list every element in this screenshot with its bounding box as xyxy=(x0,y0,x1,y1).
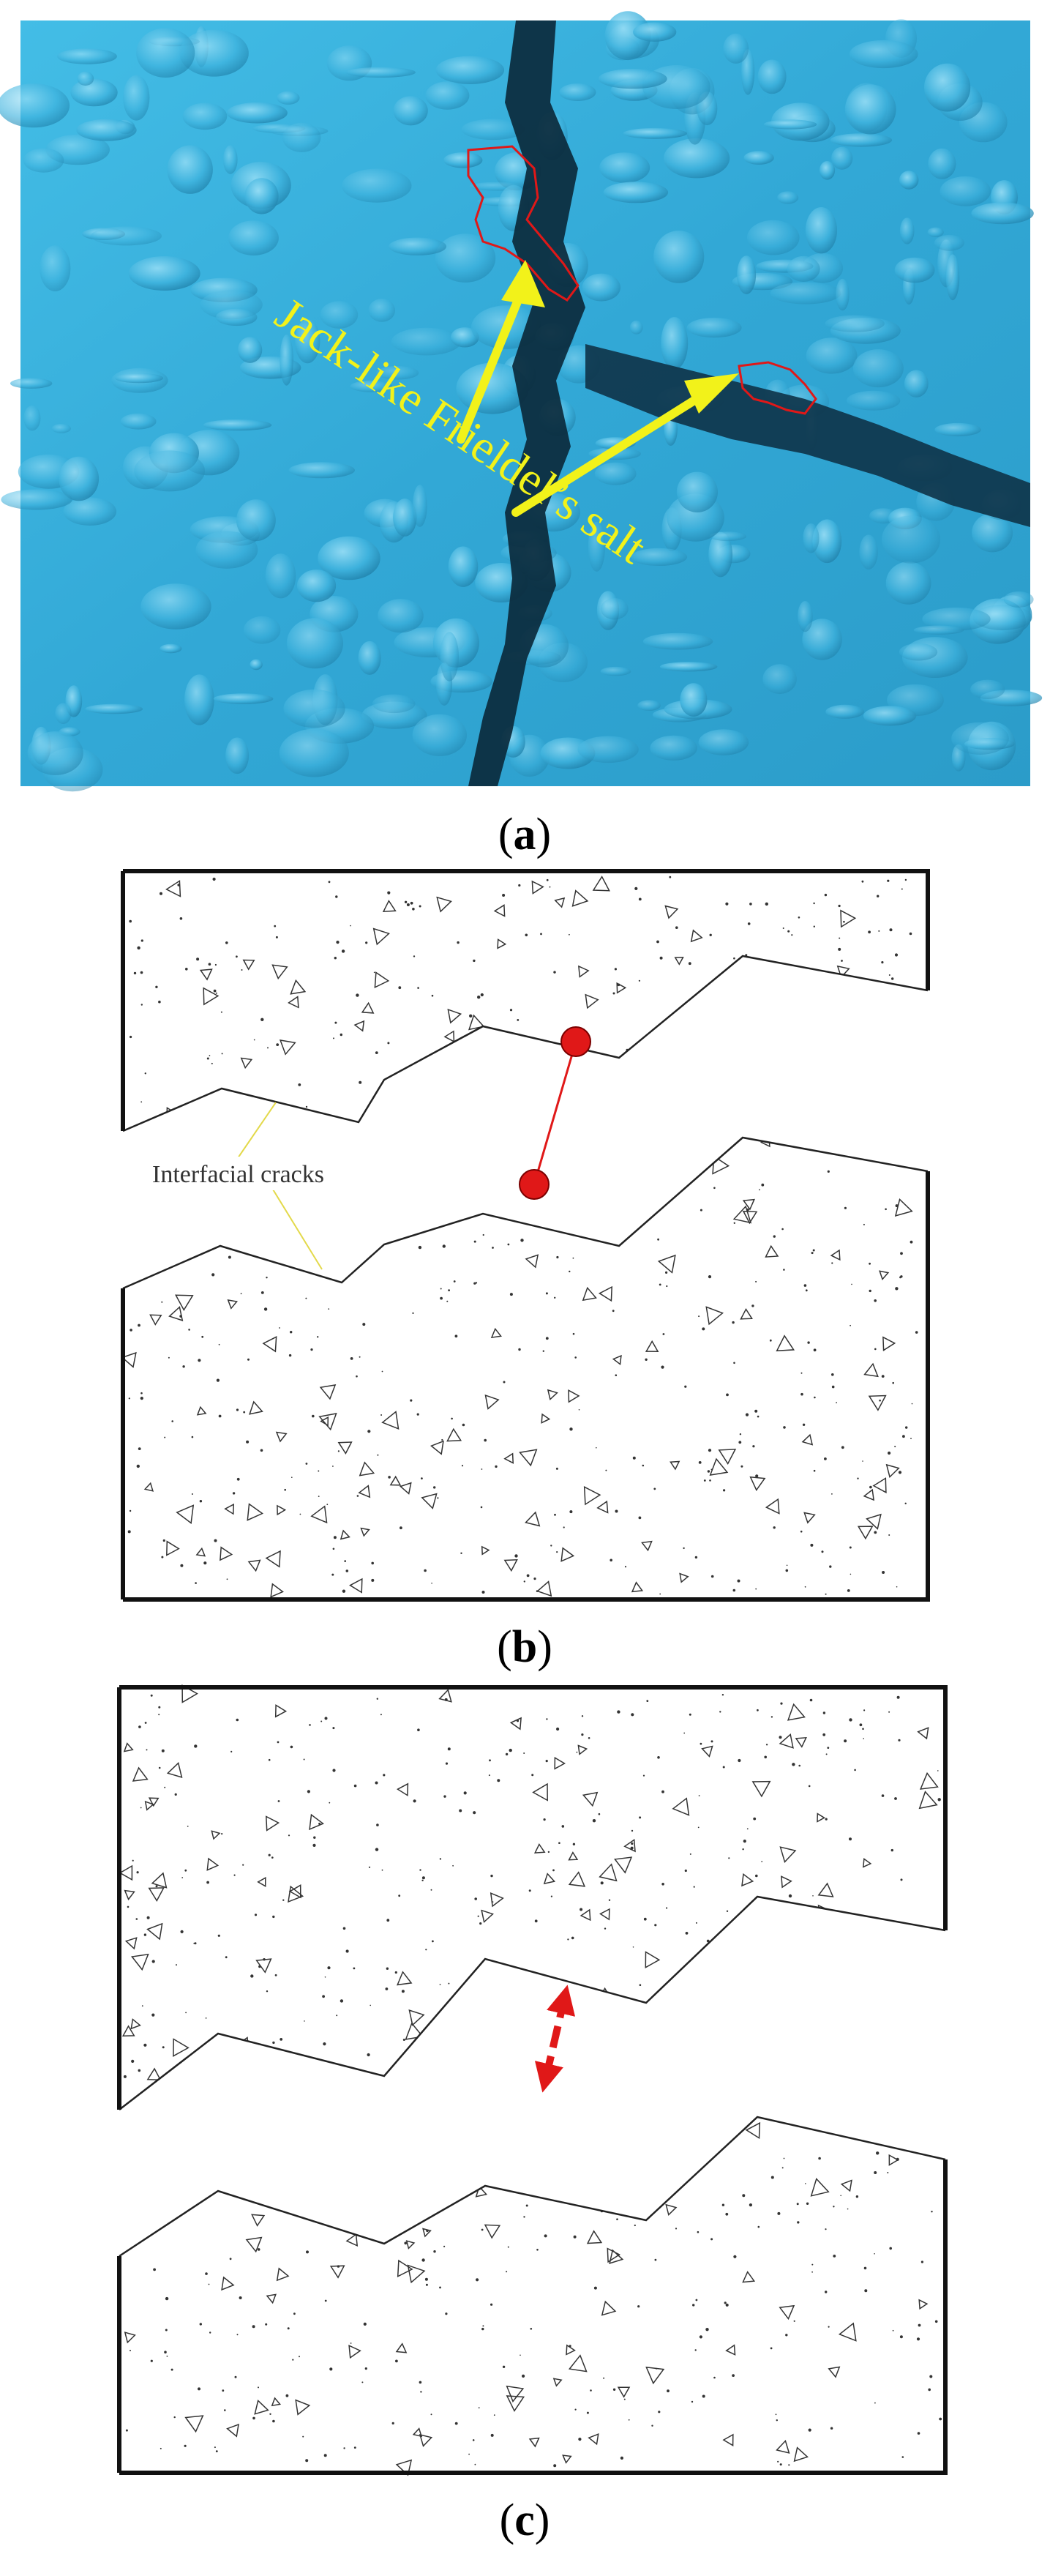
expansion-arrow xyxy=(534,1985,576,2093)
arrow-to-salt-2 xyxy=(511,373,739,517)
arrow-to-salt-1 xyxy=(457,260,545,444)
frame-top-c xyxy=(119,1685,948,1930)
sem-micrograph: Jack-like Frieldel’s salt xyxy=(0,11,1043,792)
salt-outline-1 xyxy=(467,145,580,302)
salt-outline-2 xyxy=(738,361,817,415)
crack-leader-2 xyxy=(270,1185,323,1270)
frame-bottom-b xyxy=(123,1171,930,1602)
sem-texture xyxy=(0,11,1043,792)
frame-top-b xyxy=(123,869,930,990)
crack-leader-1 xyxy=(237,1102,277,1159)
upper-interface-c xyxy=(119,1895,946,2110)
lower-interface-b xyxy=(122,1136,929,1290)
panel-b: Interfacial cracks (b) xyxy=(119,869,930,1672)
sem-crack-main xyxy=(468,20,585,786)
bond-line xyxy=(533,1041,577,1185)
upper-interface-b xyxy=(122,955,929,1132)
panel-label-c: (c) xyxy=(500,2495,550,2545)
schematic-b: Interfacial cracks xyxy=(119,869,930,1602)
schematic-c xyxy=(117,1684,948,2476)
panel-a: Jack-like Frieldel’s salt (a) xyxy=(0,11,1043,859)
bond-node-upper xyxy=(560,1026,591,1057)
crack-label: Interfacial cracks xyxy=(152,1161,324,1188)
crack-label-bg xyxy=(146,1157,388,1190)
panel-label-b: (b) xyxy=(497,1622,552,1672)
crack-gap-b xyxy=(119,956,928,1288)
panel-c: (c) xyxy=(117,1684,948,2545)
panel-label-a: (a) xyxy=(498,810,551,859)
frame-bottom-c xyxy=(119,2159,948,2475)
lower-interface-c xyxy=(119,2116,946,2258)
crack-gap-c xyxy=(119,1897,945,2256)
bond-node-lower xyxy=(519,1169,550,1200)
